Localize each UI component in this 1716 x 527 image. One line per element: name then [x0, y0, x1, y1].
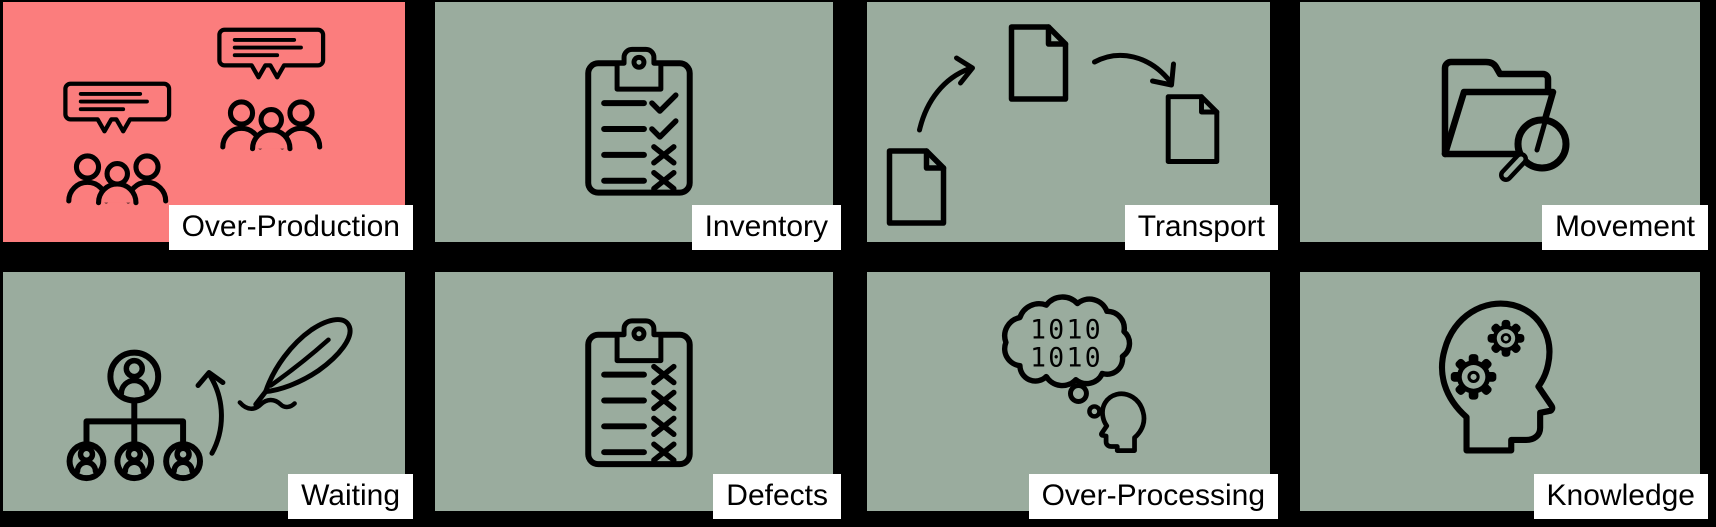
clipboard-crosses-icon: [585, 318, 693, 468]
tile-label: Inventory: [691, 205, 841, 250]
head-gears-icon: [1438, 300, 1556, 454]
folder-magnifier-icon: [1441, 58, 1570, 182]
tile-over-production[interactable]: Over-Production: [3, 2, 413, 250]
tile-defects[interactable]: Defects: [435, 272, 841, 519]
tile-label: Movement: [1541, 205, 1708, 250]
tile-inventory[interactable]: Inventory: [435, 2, 841, 250]
binary-thought-head-icon: 1010 1010: [1002, 294, 1147, 453]
org-chart-quill-icon: [66, 317, 353, 482]
binary-text-line2: 1010: [1030, 342, 1103, 373]
tile-label: Over-Production: [168, 205, 413, 250]
tile-movement[interactable]: Movement: [1300, 2, 1708, 250]
tile-transport[interactable]: Transport: [867, 2, 1278, 250]
tile-label: Waiting: [288, 474, 413, 519]
tile-label: Over-Processing: [1028, 474, 1278, 519]
tile-label: Transport: [1124, 205, 1278, 250]
tile-waiting[interactable]: Waiting: [3, 272, 413, 519]
clipboard-checklist-icon: [585, 46, 693, 196]
tile-knowledge[interactable]: Knowledge: [1300, 272, 1708, 519]
gear-large-icon: [1450, 354, 1497, 400]
gear-small-icon: [1487, 319, 1525, 357]
binary-text-line1: 1010: [1030, 315, 1103, 346]
tile-label: Defects: [713, 474, 841, 519]
tile-over-processing[interactable]: 1010 1010 Over-Processing: [867, 272, 1278, 519]
documents-transfer-icon: [867, 2, 1270, 242]
tile-label: Knowledge: [1533, 474, 1708, 519]
